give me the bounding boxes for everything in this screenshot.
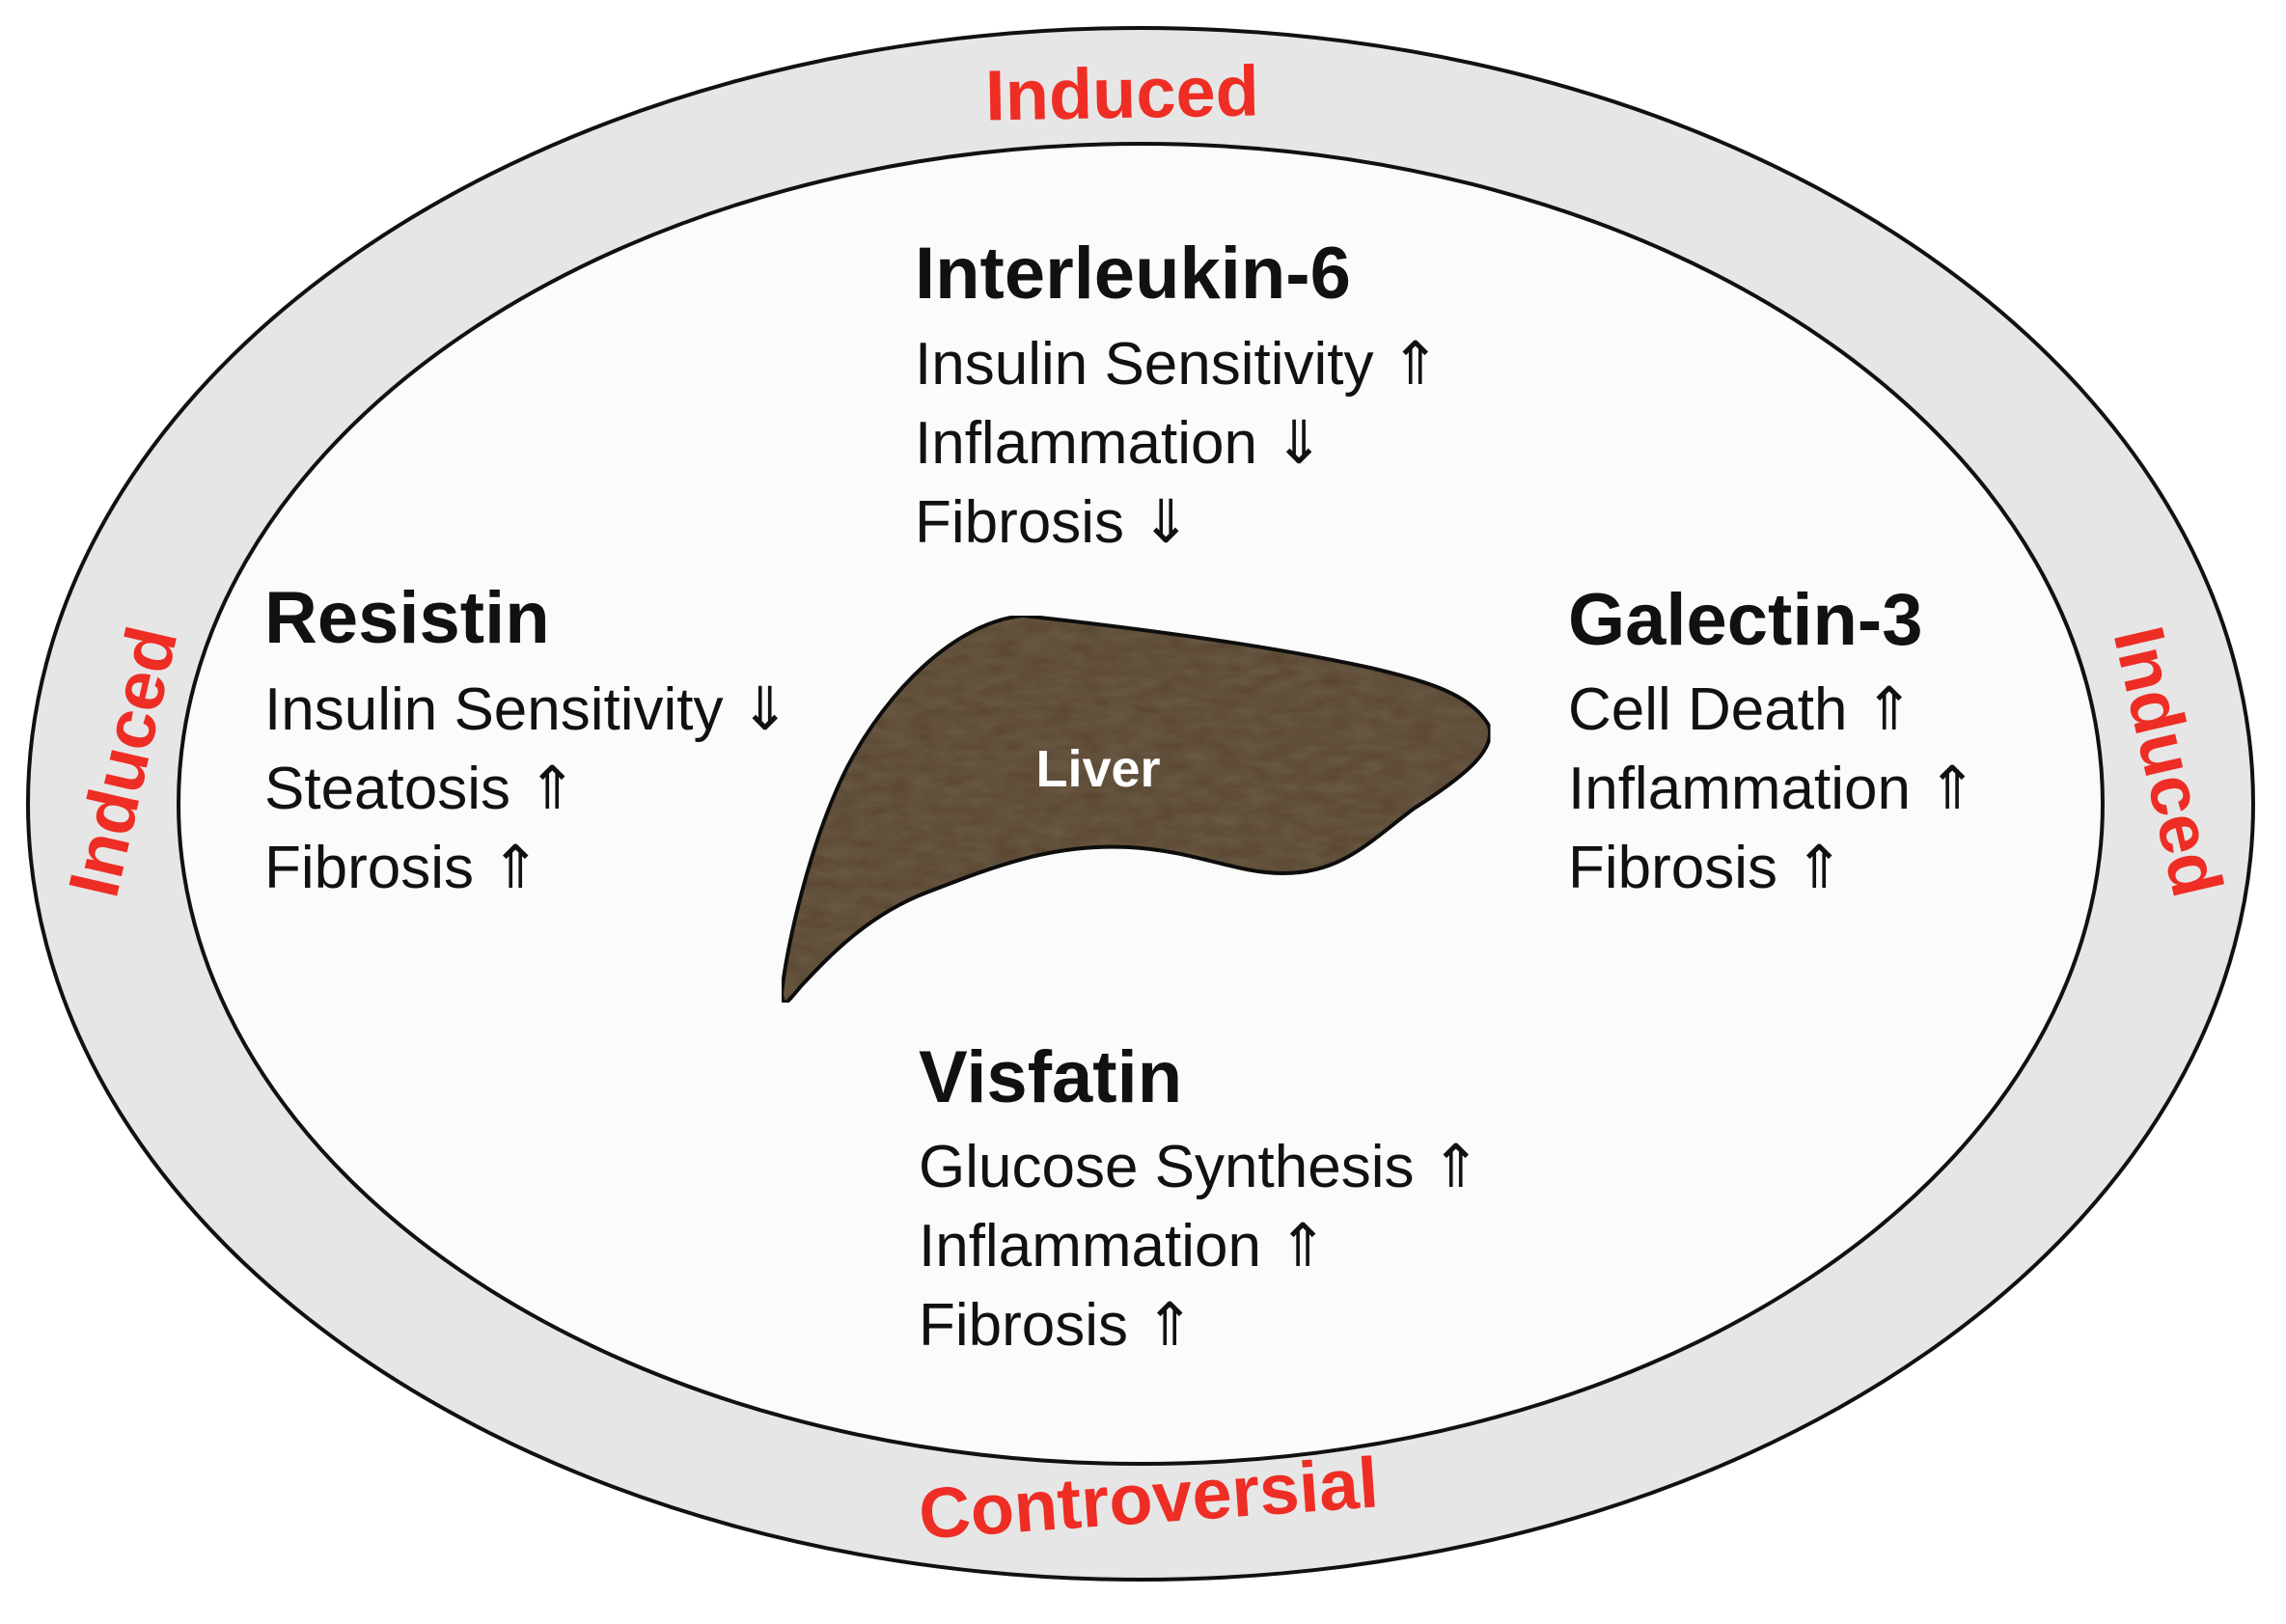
interleukin-6-title: Interleukin-6	[915, 233, 1351, 315]
galectin-3-effect-2: Inflammation ⇑	[1568, 756, 1977, 822]
visfatin-effect-2: Inflammation ⇑	[919, 1213, 1328, 1280]
resistin-title: Resistin	[264, 577, 550, 659]
galectin-3-effect-3: Fibrosis ⇑	[1568, 835, 1844, 901]
resistin-effect-3: Fibrosis ⇑	[264, 835, 540, 901]
galectin-3-effect-1: Cell Death ⇑	[1568, 676, 1914, 743]
ring-label-top: Induced	[984, 51, 1259, 136]
visfatin-block: Visfatin Glucose Synthesis ⇑ Inflammatio…	[919, 1036, 1481, 1359]
interleukin-6-effect-2: Inflammation ⇓	[915, 410, 1324, 477]
liver-label: Liver	[1035, 740, 1160, 798]
liver-shape	[779, 613, 1493, 1005]
interleukin-6-effect-1: Insulin Sensitivity ⇑	[915, 331, 1441, 398]
interleukin-6-block: Interleukin-6 Insulin Sensitivity ⇑ Infl…	[915, 233, 1441, 556]
resistin-effect-2: Steatosis ⇑	[264, 756, 577, 822]
visfatin-effect-3: Fibrosis ⇑	[919, 1292, 1195, 1359]
visfatin-title: Visfatin	[919, 1036, 1182, 1118]
resistin-block: Resistin Insulin Sensitivity ⇓ Steatosis…	[264, 577, 790, 901]
resistin-effect-1: Insulin Sensitivity ⇓	[264, 676, 790, 743]
galectin-3-block: Galectin-3 Cell Death ⇑ Inflammation ⇑ F…	[1568, 579, 1977, 901]
interleukin-6-effect-3: Fibrosis ⇓	[915, 489, 1191, 556]
galectin-3-title: Galectin-3	[1568, 579, 1922, 661]
visfatin-effect-1: Glucose Synthesis ⇑	[919, 1134, 1481, 1200]
liver-illustration: Liver	[779, 613, 1493, 1005]
